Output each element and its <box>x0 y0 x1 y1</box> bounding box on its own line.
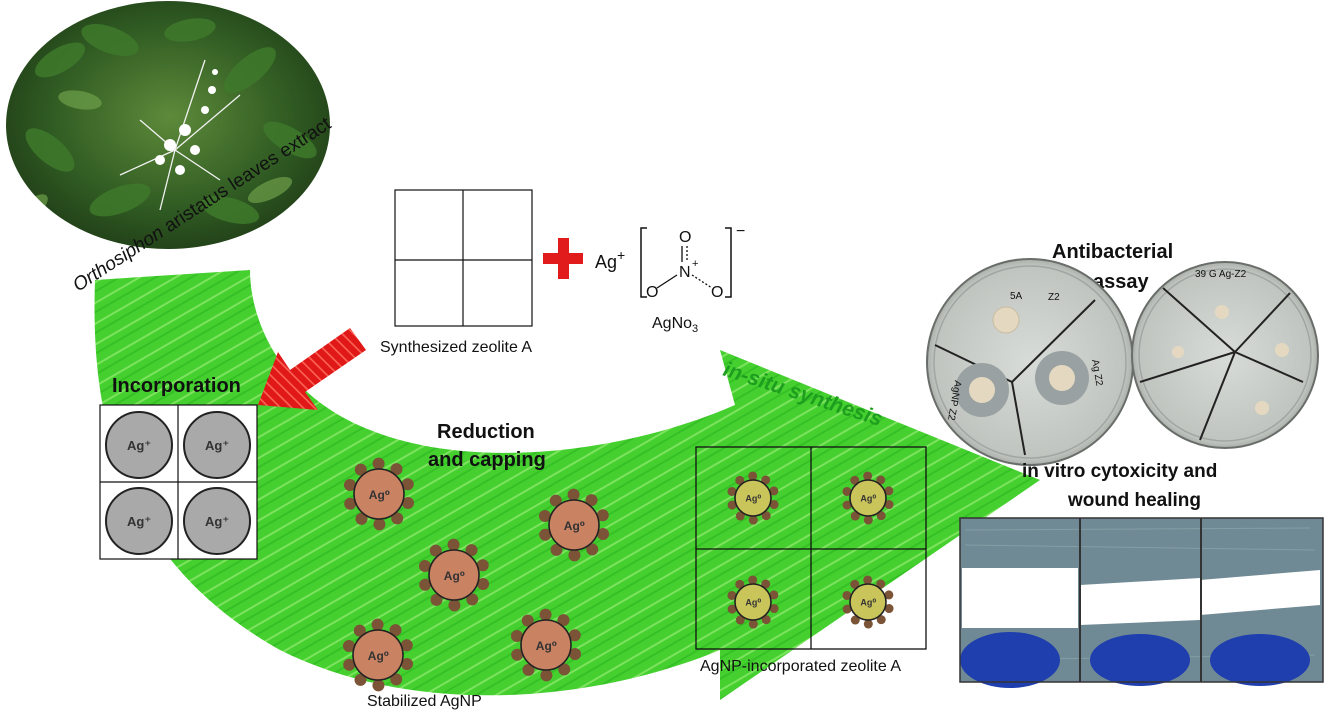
stabilized-agnp-label: Stabilized AgNP <box>367 693 482 710</box>
silver-nitrate-label: AgNo3 <box>652 315 698 335</box>
cytotox-label-line2: wound healing <box>1067 490 1201 511</box>
agnp-label: Ag⁰ <box>745 598 761 608</box>
incorporation-arrow <box>258 328 366 410</box>
nitrate-o-right: O <box>711 284 723 301</box>
agnp-particle: Ag⁰ <box>342 618 414 692</box>
agnp-label: Ag⁰ <box>368 649 389 663</box>
agnp-particle: Ag⁰ <box>538 488 610 562</box>
nitrate-charge: − <box>736 223 745 240</box>
process-arrow <box>94 270 1040 700</box>
plate1-label-a: 5A <box>1010 291 1023 302</box>
ag-ion-label: Ag⁺ <box>205 438 229 453</box>
nitrate-o-top: O <box>679 229 691 246</box>
ag-ion-particle: Ag⁺ <box>183 411 251 479</box>
plant-photo-frame <box>4 0 332 251</box>
zeolite-grid <box>394 189 533 327</box>
agnp-particle: Ag⁰ <box>510 608 582 682</box>
antibacterial-label-line1: Antibacterial <box>1052 241 1173 263</box>
nitrate-n: N <box>679 264 691 281</box>
agnp-label: Ag⁰ <box>860 494 876 504</box>
ag-ion-label: Ag⁺ <box>127 438 151 453</box>
agnp-particle: Ag⁰ <box>418 538 490 612</box>
agnp-label: Ag⁰ <box>444 569 465 583</box>
agnp-zeolite-grid <box>695 446 927 650</box>
wound-micrograph <box>959 517 1324 688</box>
silver-ion-label: Ag+ <box>595 247 625 272</box>
petri-dish-icon: 5A Z2 AgNP Z2 Ag Z2 <box>926 258 1134 466</box>
nitrate-o-left: O <box>646 284 658 301</box>
cytotox-label-line1: in vitro cytoxicity and <box>1022 461 1217 482</box>
agnp-particle: Ag⁰ <box>343 457 415 531</box>
incorporation-label: Incorporation <box>112 375 241 397</box>
antibacterial-label-line2: assay <box>1093 271 1149 293</box>
agnp-particles: Ag⁰ Ag⁰ Ag⁰ Ag⁰ Ag⁰ <box>342 457 610 692</box>
petri-dish-icon-2: 39 G Ag-Z2 <box>1131 261 1319 449</box>
agnp-zeolite-particles: Ag⁰ Ag⁰ Ag⁰ Ag⁰ <box>727 471 894 629</box>
ag-ion-particle: Ag⁺ <box>105 411 173 479</box>
plate2-label: 39 G Ag-Z2 <box>1195 269 1247 280</box>
nitrate-n-charge: + <box>692 258 698 270</box>
ag-ion-particle: Ag⁺ <box>105 487 173 555</box>
agnp-label: Ag⁰ <box>564 519 585 533</box>
reduction-label-line2: and capping <box>428 449 546 471</box>
plant-photo <box>5 0 331 250</box>
agnp-label: Ag⁰ <box>536 639 557 653</box>
synthesized-zeolite-label: Synthesized zeolite A <box>380 339 532 356</box>
reduction-label-line1: Reduction <box>437 421 535 443</box>
ag-ion-label: Ag⁺ <box>127 514 151 529</box>
agnp-label: Ag⁰ <box>745 494 761 504</box>
plate1-label-d: Ag Z2 <box>1089 359 1105 388</box>
agnp-label: Ag⁰ <box>369 488 390 502</box>
agnp-zeolite-particle: Ag⁰ <box>727 575 779 629</box>
agnp-zeolite-particle: Ag⁰ <box>842 471 894 525</box>
agnp-zeolite-particle: Ag⁰ <box>727 471 779 525</box>
agnp-zeolite-label: AgNP-incorporated zeolite A <box>700 658 901 675</box>
ag-ion-particles: Ag⁺ Ag⁺ Ag⁺ Ag⁺ <box>105 411 251 555</box>
agnp-label: Ag⁰ <box>860 598 876 608</box>
ag-ion-particle: Ag⁺ <box>183 487 251 555</box>
agnp-zeolite-particle: Ag⁰ <box>842 575 894 629</box>
plate1-label-b: Z2 <box>1048 292 1060 303</box>
ag-ion-label: Ag⁺ <box>205 514 229 529</box>
plus-icon <box>543 238 583 279</box>
silver-nitrate-structure: Ag+ − O N + O O AgNo3 <box>595 223 745 335</box>
